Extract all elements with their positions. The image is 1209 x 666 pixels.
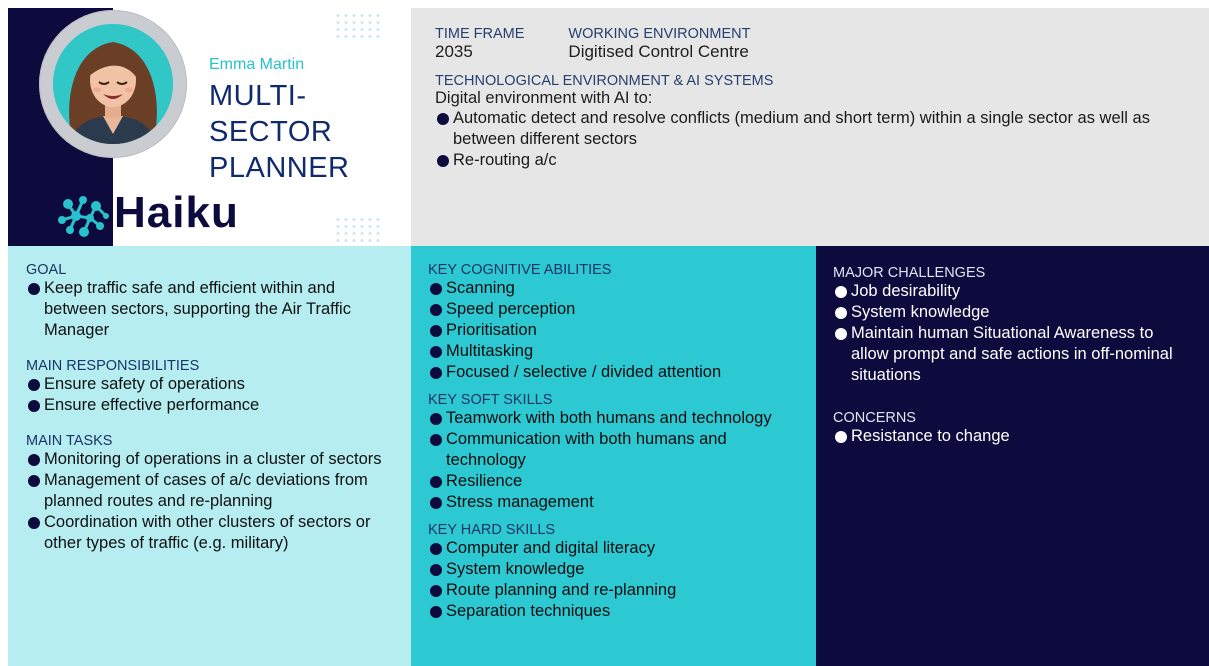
list-item: Prioritisation (428, 320, 802, 341)
skills-column: KEY COGNITIVE ABILITIES Scanning Speed p… (411, 246, 816, 666)
list-item: Automatic detect and resolve conflicts (… (435, 108, 1185, 150)
tech-environment-intro: Digital environment with AI to: (435, 89, 653, 107)
list-item: Communication with both humans and techn… (428, 429, 802, 471)
role-title-line: SECTOR (209, 116, 333, 148)
profile-panel: Emma Martin MULTI- SECTOR PLANNER Haiku (8, 8, 411, 246)
list-item: Management of cases of a/c deviations fr… (26, 470, 395, 512)
hard-skills-list: Computer and digital literacy System kno… (428, 538, 802, 622)
list-item: Multitasking (428, 341, 802, 362)
working-environment-value: Digitised Control Centre (568, 42, 749, 61)
tech-environment-label: TECHNOLOGICAL ENVIRONMENT & AI SYSTEMS (435, 73, 774, 89)
list-item: Job desirability (833, 281, 1193, 302)
role-title-line: MULTI- (209, 80, 307, 112)
goal-list: Keep traffic safe and efficient within a… (26, 278, 395, 341)
list-item: Route planning and re-planning (428, 580, 802, 601)
goals-column: GOAL Keep traffic safe and efficient wit… (8, 246, 411, 666)
list-item: Scanning (428, 278, 802, 299)
decorative-dots-top (334, 12, 380, 38)
list-item: Computer and digital literacy (428, 538, 802, 559)
challenges-heading: MAJOR CHALLENGES (833, 265, 986, 281)
responsibilities-heading: MAIN RESPONSIBILITIES (26, 358, 200, 374)
logo-wordmark: Haiku (114, 188, 239, 237)
list-item: Re-routing a/c (435, 150, 1185, 171)
tasks-heading: MAIN TASKS (26, 433, 113, 449)
list-item: Stress management (428, 492, 802, 513)
list-item: Resilience (428, 471, 802, 492)
decorative-dots-bottom (334, 216, 380, 242)
list-item: Coordination with other clusters of sect… (26, 512, 395, 554)
list-item: Ensure safety of operations (26, 374, 395, 395)
working-environment-label: WORKING ENVIRONMENT (568, 26, 751, 42)
tasks-list: Monitoring of operations in a cluster of… (26, 449, 395, 554)
hard-skills-heading: KEY HARD SKILLS (428, 522, 556, 538)
responsibilities-list: Ensure safety of operations Ensure effec… (26, 374, 395, 416)
role-title: MULTI- SECTOR PLANNER (209, 78, 350, 186)
challenges-column: MAJOR CHALLENGES Job desirability System… (816, 246, 1209, 666)
list-item: Separation techniques (428, 601, 802, 622)
context-panel: TIME FRAME 2035 WORKING ENVIRONMENT Digi… (411, 8, 1209, 246)
tech-environment-list: Automatic detect and resolve conflicts (… (435, 108, 1185, 171)
haiku-logo: Haiku (54, 188, 274, 240)
cognitive-abilities-list: Scanning Speed perception Prioritisation… (428, 278, 802, 383)
list-item: Monitoring of operations in a cluster of… (26, 449, 395, 470)
role-title-line: PLANNER (209, 152, 350, 184)
soft-skills-heading: KEY SOFT SKILLS (428, 392, 553, 408)
list-item: System knowledge (833, 302, 1193, 323)
list-item: Ensure effective performance (26, 395, 395, 416)
concerns-heading: CONCERNS (833, 410, 916, 426)
list-item: Speed perception (428, 299, 802, 320)
challenges-list: Job desirability System knowledge Mainta… (833, 281, 1193, 386)
list-item: Teamwork with both humans and technology (428, 408, 802, 429)
list-item: Maintain human Situational Awareness to … (833, 323, 1193, 386)
time-frame-label: TIME FRAME (435, 26, 525, 42)
time-frame-value: 2035 (435, 42, 473, 61)
concerns-list: Resistance to change (833, 426, 1193, 447)
person-name: Emma Martin (209, 56, 305, 73)
goal-heading: GOAL (26, 262, 67, 278)
list-item: Keep traffic safe and efficient within a… (26, 278, 395, 341)
soft-skills-list: Teamwork with both humans and technology… (428, 408, 802, 513)
person-avatar-icon (39, 10, 187, 158)
cognitive-abilities-heading: KEY COGNITIVE ABILITIES (428, 262, 612, 278)
list-item: System knowledge (428, 559, 802, 580)
molecule-logo-icon (58, 196, 109, 237)
list-item: Resistance to change (833, 426, 1193, 447)
list-item: Focused / selective / divided attention (428, 362, 802, 383)
